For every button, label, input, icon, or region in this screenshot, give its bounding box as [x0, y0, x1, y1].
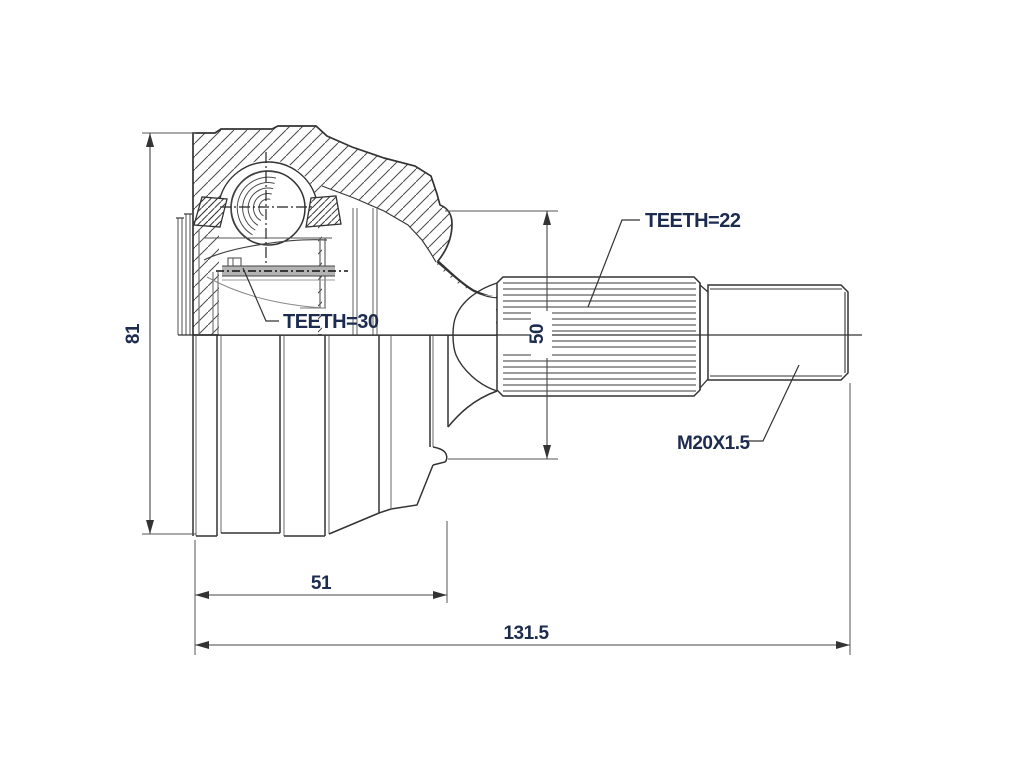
inner-spline-bore — [222, 266, 335, 276]
dim-body-length: 51 — [311, 573, 332, 594]
inner-race-section — [203, 208, 378, 335]
label-teeth-30: TEETH=30 — [242, 267, 379, 333]
threaded-end — [707, 284, 849, 381]
inner-spline-teeth-label: TEETH=30 — [283, 311, 379, 333]
dimension-50: 50 — [445, 210, 558, 460]
label-thread-spec: M20X1.5 — [677, 364, 800, 454]
shaft-spline-teeth-label: TEETH=22 — [645, 210, 741, 232]
dimension-81: 81 — [123, 132, 196, 535]
thread-relief-groove — [699, 283, 709, 390]
dim-overall-height: 81 — [123, 323, 144, 344]
dim-overall-length: 131.5 — [503, 623, 549, 644]
dim-flange-diameter: 50 — [527, 324, 548, 344]
ball-swirl-arcs — [230, 170, 278, 241]
outer-race-exterior — [192, 335, 498, 537]
boot-groove-ribs — [176, 213, 200, 335]
cage-section-wedges — [193, 195, 342, 228]
bearing-ball — [220, 152, 314, 272]
thread-spec-label: M20X1.5 — [677, 433, 750, 454]
spline-shaft — [496, 276, 701, 397]
dimension-51: 51 — [194, 521, 448, 655]
label-teeth-22: TEETH=22 — [587, 210, 741, 308]
dimension-131-5: 131.5 — [195, 383, 851, 655]
